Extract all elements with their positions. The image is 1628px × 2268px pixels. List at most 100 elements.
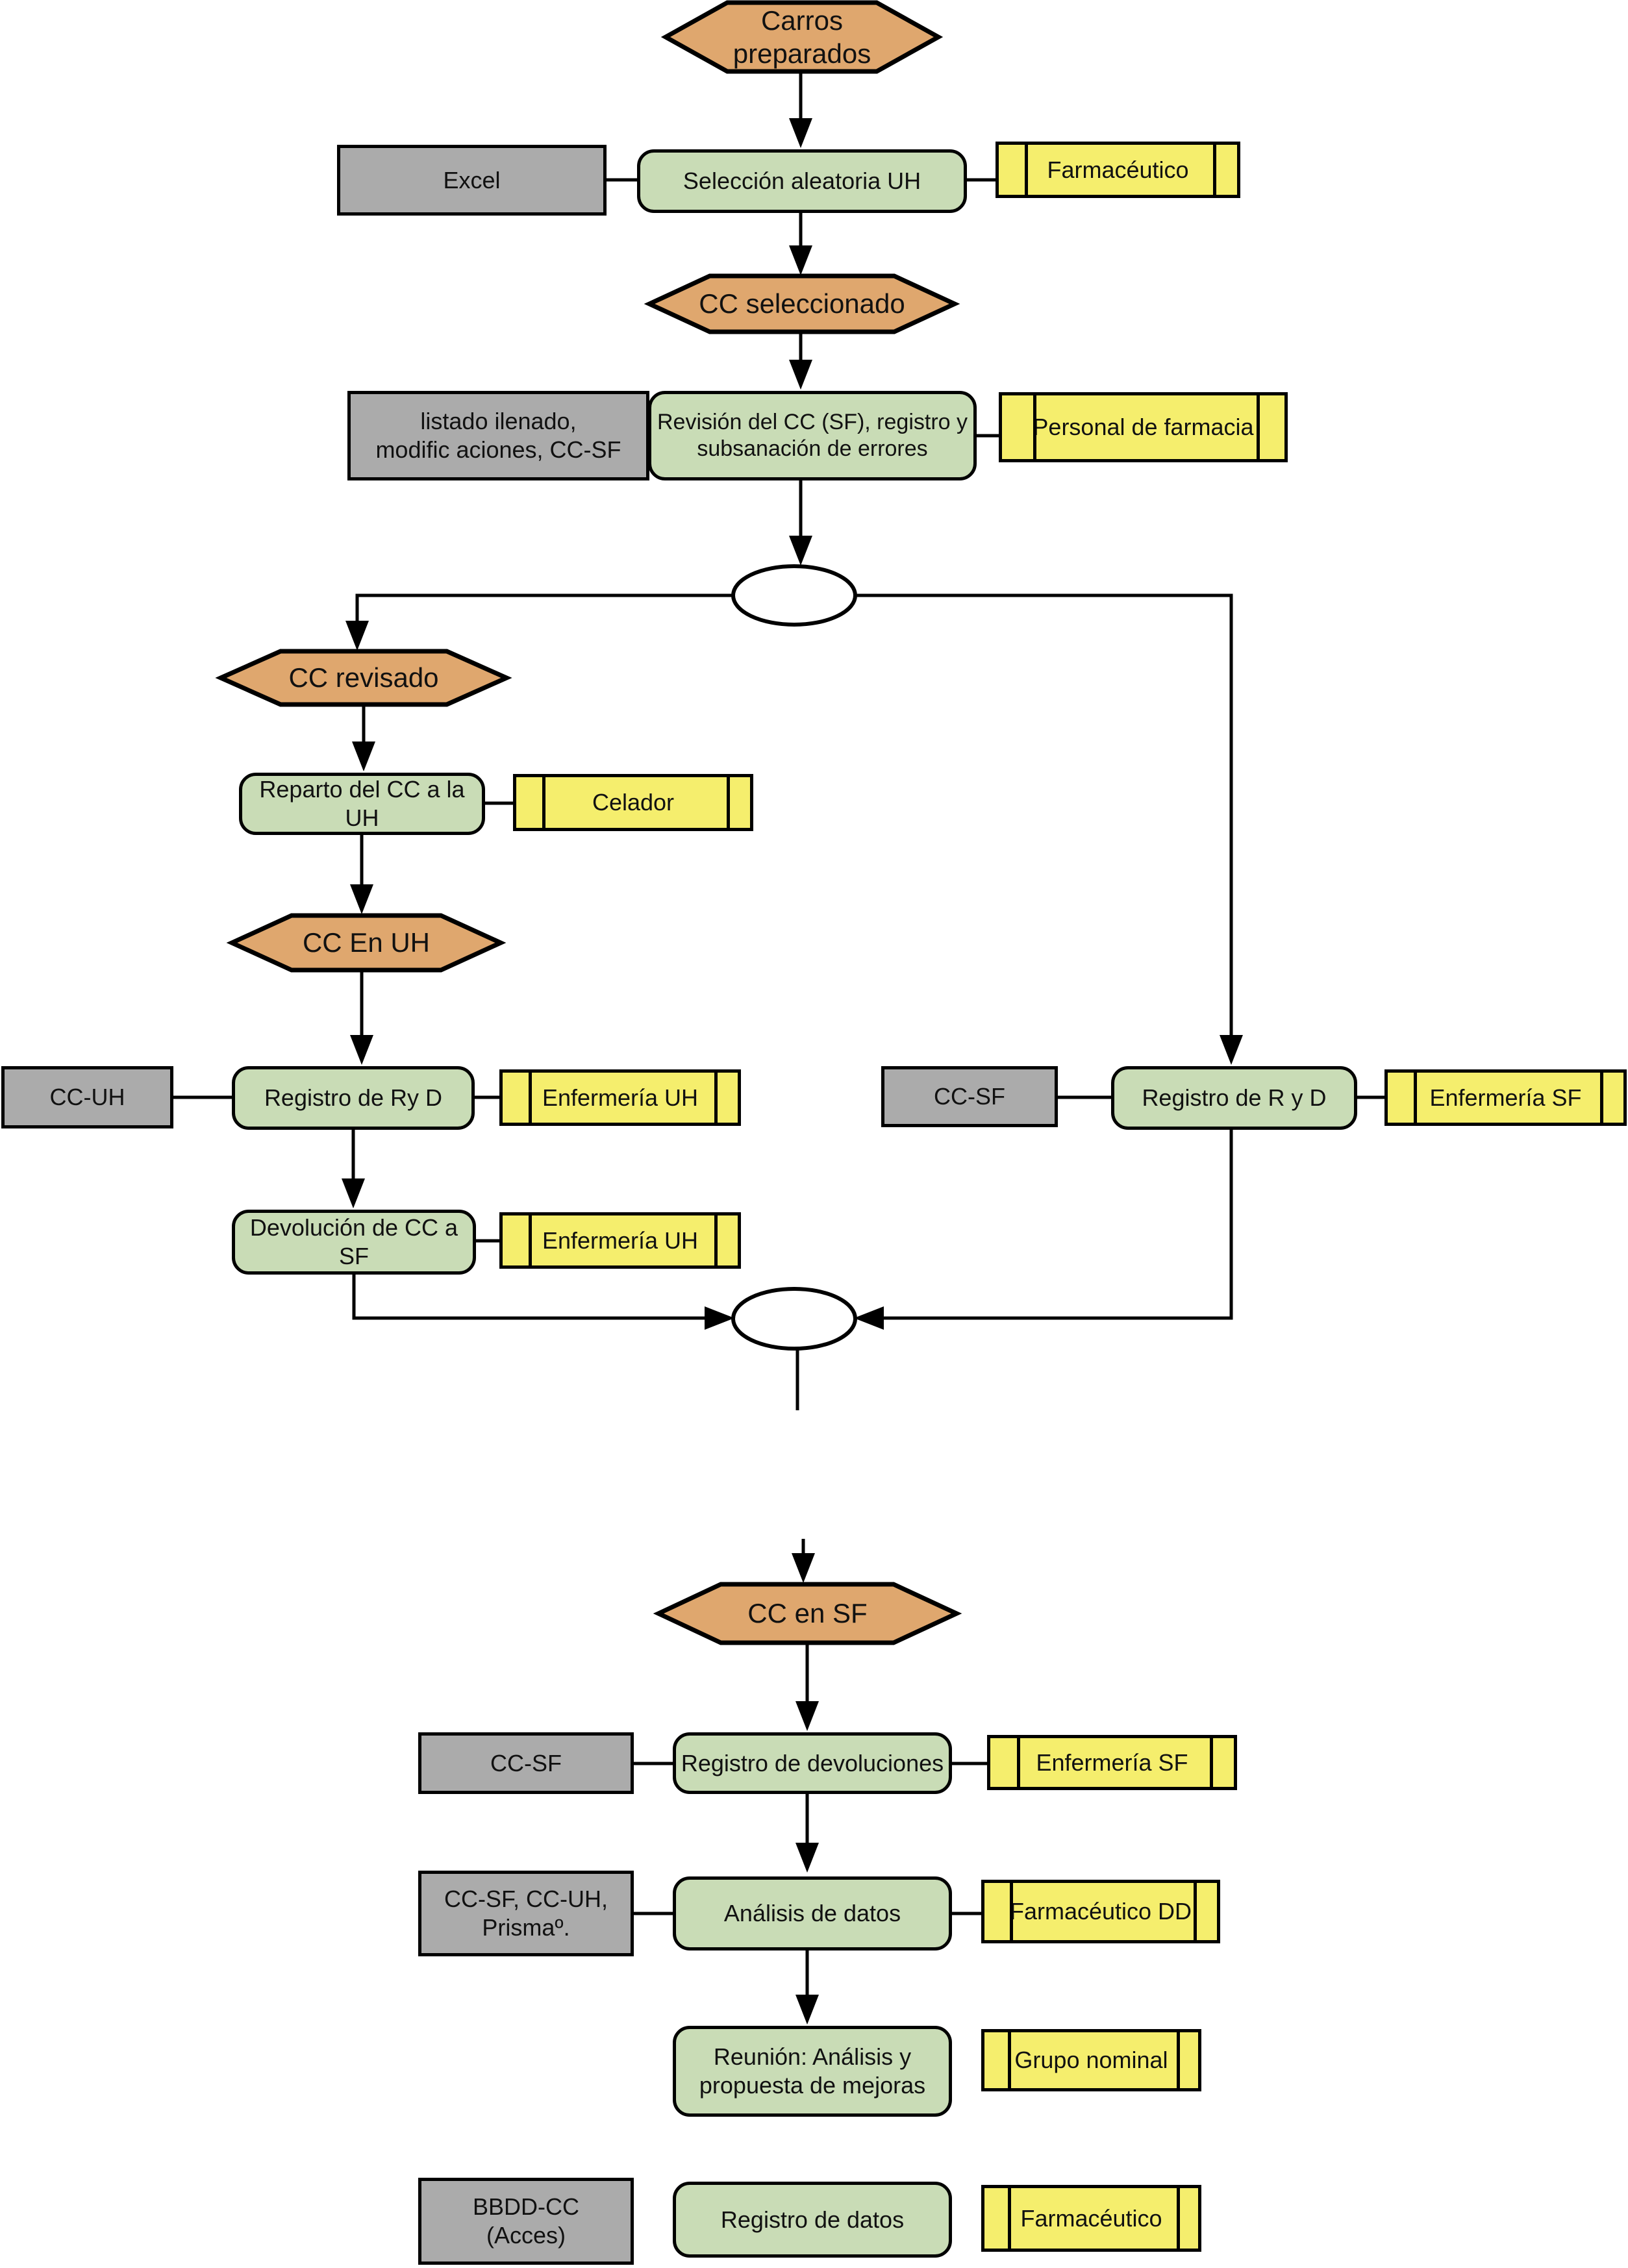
arrowhead-down <box>350 1035 373 1065</box>
process-label: Registro de devoluciones <box>681 1749 944 1776</box>
document-cc-sf-right: CC-SF <box>881 1066 1058 1127</box>
role-label: Farmacéutico <box>1047 156 1189 183</box>
flow-line <box>352 1275 707 1320</box>
role-divider-left <box>1008 2188 1012 2249</box>
role-divider-right <box>1177 2032 1181 2088</box>
arrowhead-right <box>705 1306 734 1330</box>
hexagon-cc-en-uh <box>226 913 507 973</box>
hexagon-cc-seleccionado <box>644 273 960 334</box>
state-label: CC seleccionado <box>699 288 905 319</box>
document-label: CC-SF <box>934 1083 1005 1110</box>
role-divider-right <box>1256 395 1260 459</box>
document-label: CC-SF, CC-UH, Prismaº. <box>444 1886 608 1941</box>
process-label: Revisión del CC (SF), registro y subsana… <box>657 409 968 461</box>
process-registro-ryd-sf: Registro de R y D <box>1111 1066 1357 1130</box>
role-enfermeria-sf-2: Enfermería SF <box>987 1735 1237 1790</box>
arrowhead-down <box>789 360 812 390</box>
role-farmaceutico-top: Farmacéutico <box>996 142 1240 198</box>
document-bbdd-cc: BBDD-CC (Acces) <box>418 2178 634 2265</box>
document-label: Excel <box>443 166 501 193</box>
arrowhead-down <box>342 1178 365 1208</box>
arrowhead-down <box>352 741 375 771</box>
arrowhead-down <box>789 536 812 566</box>
process-label: Reparto del CC a la UH <box>259 776 465 831</box>
document-label: CC-SF <box>490 1749 562 1776</box>
process-registro-devoluciones: Registro de devoluciones <box>673 1732 952 1794</box>
arrowhead-down <box>792 1553 815 1583</box>
hexagon-cc-revisado <box>215 649 512 707</box>
process-analisis-datos: Análisis de datos <box>673 1876 952 1950</box>
state-hexagons <box>215 0 962 1645</box>
role-divider-left <box>1413 1073 1417 1123</box>
role-divider-right <box>714 1215 718 1265</box>
flow-line <box>883 1130 1233 1320</box>
state-label: Carros preparados <box>733 5 871 69</box>
role-label: Enfermería UH <box>542 1084 699 1111</box>
process-label: Registro de Ry D <box>264 1084 443 1112</box>
connector-lines <box>65 71 1505 2000</box>
state-cc-en-sf: CC en SF <box>658 1584 957 1643</box>
document-excel: Excel <box>337 145 607 216</box>
role-farmaceutico-dd: Farmacéutico DD <box>981 1880 1220 1943</box>
arrowhead-left <box>854 1306 884 1330</box>
role-divider-left <box>1025 145 1029 195</box>
document-label: CC-UH <box>49 1084 125 1111</box>
document-cc-uh: CC-UH <box>1 1066 173 1128</box>
role-label: Enfermería SF <box>1036 1749 1188 1776</box>
role-divider-left <box>1008 2032 1012 2088</box>
role-label: Enfermería UH <box>542 1227 699 1254</box>
state-cc-revisado: CC revisado <box>221 651 507 704</box>
role-divider-right <box>1213 145 1217 195</box>
state-cc-seleccionado: CC seleccionado <box>649 276 955 332</box>
state-cc-en-uh: CC En UH <box>232 916 501 970</box>
arrowhead-down <box>350 884 373 914</box>
connector-ellipse-top <box>731 564 857 627</box>
process-label: Registro de datos <box>720 2206 905 2233</box>
role-divider-right <box>714 1073 718 1123</box>
role-divider-left <box>1010 1883 1014 1940</box>
arrowhead-down <box>789 245 812 275</box>
document-label: BBDD-CC (Acces) <box>472 2193 579 2249</box>
state-carros-preparados: Carros preparados <box>666 3 938 71</box>
arrowhead-down <box>795 1995 819 2025</box>
state-label: CC revisado <box>288 662 439 693</box>
role-celador: Celador <box>513 774 753 831</box>
arrowhead-down <box>345 621 369 651</box>
role-divider-right <box>1177 2188 1181 2249</box>
process-label: Selección aleatoria UH <box>683 168 921 195</box>
role-label: Farmacéutico <box>1020 2204 1162 2232</box>
process-revision-cc: Revisión del CC (SF), registro y subsana… <box>648 391 977 480</box>
role-divider-right <box>727 777 730 828</box>
role-divider-right <box>1209 1738 1213 1787</box>
document-cc-sf-cc-uh-prisma: CC-SF, CC-UH, Prismaº. <box>418 1871 634 1956</box>
role-divider-right <box>1599 1073 1603 1123</box>
hexagon-carros-preparados <box>660 0 944 74</box>
process-seleccion-aleatoria: Selección aleatoria UH <box>637 149 967 213</box>
arrowhead-down <box>795 1701 819 1731</box>
role-divider-left <box>528 1073 532 1123</box>
connector-ellipses <box>731 564 857 1351</box>
process-reunion-mejoras: Reunión: Análisis y propuesta de mejoras <box>673 2026 952 2117</box>
process-reparto-cc: Reparto del CC a la UH <box>239 773 485 835</box>
process-label: Análisis de datos <box>723 1900 901 1927</box>
role-grupo-nominal: Grupo nominal <box>981 2029 1201 2091</box>
role-label: Celador <box>592 789 675 816</box>
state-label: CC en SF <box>747 1598 868 1629</box>
process-label: Registro de R y D <box>1142 1084 1327 1112</box>
process-devolucion-cc: Devolución de CC a SF <box>232 1210 476 1275</box>
process-label: Reunión: Análisis y propuesta de mejoras <box>699 2043 926 2099</box>
role-divider-left <box>528 1215 532 1265</box>
flow-line <box>355 593 733 623</box>
role-label: Grupo nominal <box>1014 2047 1168 2074</box>
role-farmaceutico-bottom: Farmacéutico <box>981 2185 1201 2252</box>
state-label: CC En UH <box>302 927 431 958</box>
role-label: Enfermería SF <box>1429 1084 1582 1111</box>
flow-line <box>855 593 1233 1038</box>
document-cc-sf-dev: CC-SF <box>418 1732 634 1794</box>
process-registro-ryd-uh: Registro de Ry D <box>232 1066 475 1130</box>
process-registro-datos: Registro de datos <box>673 2182 952 2258</box>
role-enfermeria-uh-1: Enfermería UH <box>499 1069 741 1126</box>
connector-ellipse-bottom <box>731 1287 857 1351</box>
role-enfermeria-uh-2: Enfermería UH <box>499 1212 741 1269</box>
